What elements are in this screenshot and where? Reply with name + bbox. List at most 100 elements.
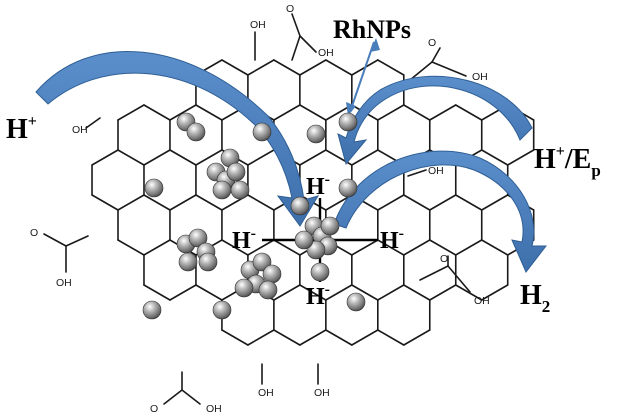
lattice-bond bbox=[351, 329, 379, 346]
hydride-label-top: H- bbox=[306, 171, 330, 200]
lattice-bond bbox=[506, 149, 535, 166]
graphene-lattice bbox=[43, 13, 535, 405]
oh-label: OH bbox=[250, 19, 266, 31]
substituent-bond bbox=[85, 117, 101, 129]
substituent-bond bbox=[431, 47, 441, 63]
substituent-bond bbox=[447, 265, 471, 293]
rh-nanoparticle bbox=[212, 180, 232, 200]
hydride-label-bottom: H- bbox=[306, 281, 330, 310]
substituent-bond bbox=[291, 35, 301, 61]
lattice-bond bbox=[117, 239, 145, 256]
lattice-bond bbox=[247, 329, 275, 346]
substituent-bond bbox=[409, 61, 433, 81]
lattice-bond bbox=[402, 239, 431, 256]
lattice-bond bbox=[402, 329, 431, 346]
lattice-bond bbox=[480, 284, 509, 301]
rh-nanoparticle bbox=[306, 240, 326, 260]
proton-in-arrow bbox=[35, 50, 320, 227]
lattice-bond bbox=[351, 149, 379, 166]
lattice-bond bbox=[247, 149, 275, 166]
lattice-bond bbox=[195, 104, 223, 121]
lattice-bond bbox=[195, 194, 223, 211]
oh-label: OH bbox=[474, 295, 490, 307]
lattice-bond bbox=[299, 149, 327, 166]
lattice-bond bbox=[247, 59, 275, 76]
lattice-bond bbox=[351, 239, 379, 256]
lattice-bond bbox=[428, 194, 457, 211]
o-label: O bbox=[440, 253, 448, 265]
rh-nanoparticle bbox=[188, 228, 208, 248]
rh-nanoparticle bbox=[258, 280, 278, 300]
rh-nanoparticle bbox=[294, 230, 314, 250]
rh-nanoparticle bbox=[198, 252, 218, 272]
lattice-bond bbox=[273, 284, 301, 301]
lattice-bond bbox=[377, 59, 405, 76]
lattice-bond bbox=[325, 284, 353, 301]
lattice-bond bbox=[273, 59, 301, 76]
rh-nanoparticle bbox=[252, 252, 272, 272]
proton-label: H+ bbox=[6, 113, 37, 145]
rh-nanoparticle bbox=[212, 300, 232, 320]
rhnps-pointer bbox=[346, 38, 380, 116]
lattice-bond bbox=[143, 284, 171, 301]
rh-nanoparticle bbox=[142, 300, 162, 320]
hydrogen-label: H2 bbox=[520, 280, 550, 316]
lattice-bond bbox=[221, 59, 249, 76]
lattice-bond bbox=[377, 239, 405, 256]
lattice-bond bbox=[117, 104, 145, 121]
oh-label: OH bbox=[472, 71, 488, 83]
reaction-arrows bbox=[35, 50, 548, 273]
lattice-bond bbox=[428, 239, 457, 256]
substituent-bond bbox=[291, 13, 301, 37]
lattice-bond bbox=[402, 284, 431, 301]
rh-nanoparticle bbox=[252, 122, 272, 142]
o-label: O bbox=[286, 3, 294, 15]
substituent-bond bbox=[431, 61, 467, 77]
lattice-bond bbox=[454, 284, 483, 301]
oh-label: OH bbox=[428, 165, 444, 177]
lattice-bond bbox=[273, 329, 301, 346]
rh-nanoparticle bbox=[338, 178, 358, 198]
rh-nanoparticle bbox=[290, 196, 310, 216]
substituent-bond bbox=[419, 265, 449, 281]
lattice-bond bbox=[143, 194, 171, 211]
lattice-bond bbox=[273, 104, 301, 121]
oh-label: OH bbox=[318, 47, 334, 59]
o-label: O bbox=[30, 227, 38, 239]
lattice-bond bbox=[377, 194, 405, 211]
lattice-bond bbox=[221, 239, 249, 256]
substituent-bond bbox=[299, 35, 317, 53]
lattice-bond bbox=[143, 149, 171, 166]
lattice-bond bbox=[454, 104, 483, 121]
proton-potential-label: H+/Ep bbox=[534, 143, 601, 180]
rh-nanoparticle bbox=[338, 112, 358, 132]
lattice-bond bbox=[299, 104, 327, 121]
lattice-bond bbox=[351, 284, 379, 301]
lattice-bond bbox=[117, 194, 145, 211]
h2-out-arrow bbox=[333, 150, 548, 273]
rh-nanoparticle bbox=[178, 252, 198, 272]
lattice-bond bbox=[143, 104, 171, 121]
lattice-bond bbox=[169, 194, 197, 211]
substituent-bond bbox=[43, 233, 67, 247]
lattice-bond bbox=[428, 284, 457, 301]
rh-nanoparticle bbox=[144, 178, 164, 198]
oh-label: OH bbox=[56, 277, 72, 289]
lattice-bond bbox=[377, 284, 405, 301]
oh-label: OH bbox=[314, 387, 330, 399]
substituent-bond bbox=[65, 235, 89, 247]
lattice-bond bbox=[195, 284, 223, 301]
rh-nanoparticle bbox=[230, 180, 250, 200]
lattice-bond bbox=[402, 104, 431, 121]
lattice-bond bbox=[117, 149, 145, 166]
oh-label: OH bbox=[206, 403, 222, 415]
lattice-bond bbox=[325, 59, 353, 76]
lattice-bond bbox=[299, 284, 327, 301]
rh-nanoparticle bbox=[234, 278, 254, 298]
lattice-bond bbox=[221, 329, 249, 346]
lattice-bond bbox=[480, 194, 509, 211]
lattice-bond bbox=[454, 239, 483, 256]
proton-ep-arrow bbox=[337, 75, 533, 166]
o-label: O bbox=[428, 37, 436, 49]
